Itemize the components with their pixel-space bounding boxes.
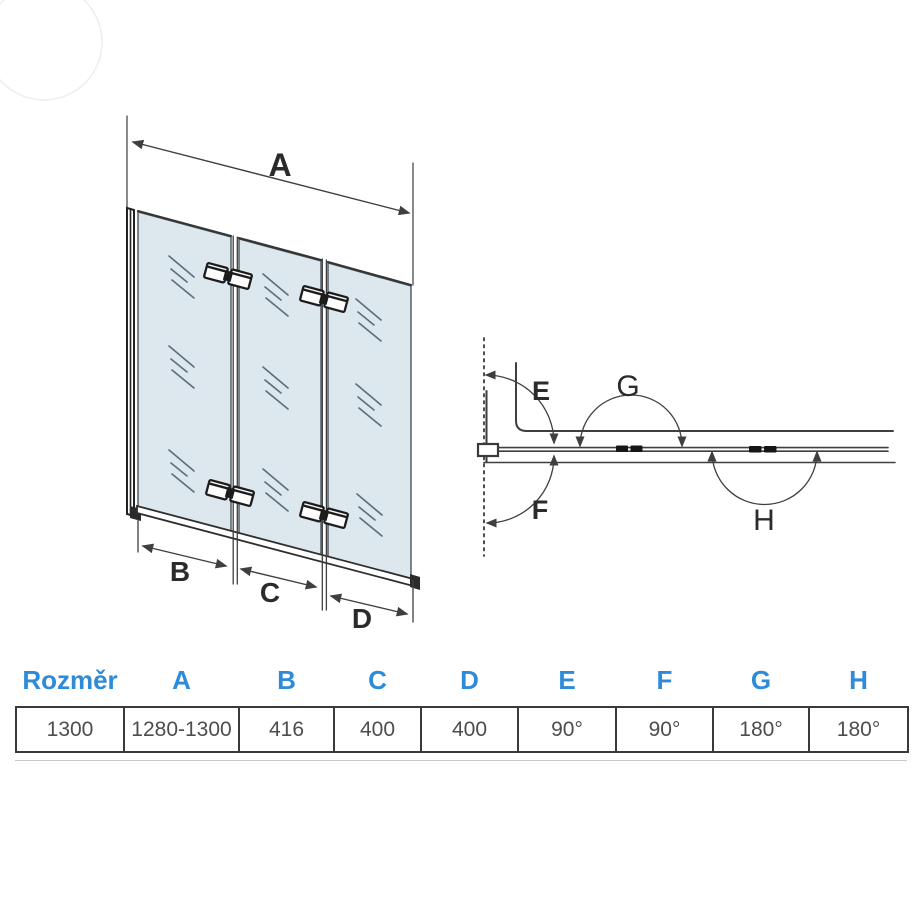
hinge-posts [137, 235, 414, 623]
angle-g-label: G [616, 370, 639, 403]
table-header-row: Rozměr A B C D E F G H [16, 662, 908, 707]
table-value-row: 1300 1280-1300 416 400 400 90° 90° 180° … [15, 706, 909, 753]
angle-e-label: E [532, 376, 550, 406]
dimension-table: Rozměr A B C D E F G H 1300 1280-1300 41… [15, 662, 909, 753]
watermark-circle [0, 0, 103, 101]
angle-g-arc [575, 394, 687, 448]
angle-f-arc [485, 454, 559, 528]
dim-d-label: D [352, 603, 372, 634]
front-view: A [126, 115, 420, 634]
dim-a-extension-lines [126, 115, 414, 286]
table-shadow-line [15, 760, 907, 761]
value-b: 416 [238, 706, 335, 753]
dim-c-label: C [260, 577, 280, 608]
dim-c-line [239, 566, 318, 590]
value-e: 90° [517, 706, 617, 753]
table-header-d: D [460, 665, 479, 695]
open-panel-outline [515, 362, 894, 432]
panel-dimensions [141, 543, 409, 617]
angle-h-arc [707, 450, 822, 506]
table-header-e: E [558, 665, 576, 695]
angle-h-label: H [753, 504, 775, 537]
table-header-f: F [656, 665, 673, 695]
folded-screen-line [497, 446, 889, 453]
table-header-h: H [849, 665, 868, 695]
table-header-b: B [277, 665, 296, 695]
top-view: E F G H [476, 337, 896, 557]
table-header-g: G [750, 665, 772, 695]
dim-b-label: B [170, 556, 190, 587]
value-a: 1280-1300 [123, 706, 240, 753]
dim-d-line [329, 593, 409, 617]
table-header-rozmer: Rozměr [22, 665, 118, 695]
value-c: 400 [333, 706, 422, 753]
value-h: 180° [808, 706, 909, 753]
value-d: 400 [420, 706, 519, 753]
value-rozmer: 1300 [15, 706, 125, 753]
bottom-rail [136, 504, 420, 590]
value-g: 180° [712, 706, 810, 753]
wall-bracket [476, 442, 500, 458]
wall-profile [126, 206, 141, 521]
angle-f-label: F [532, 495, 549, 525]
dim-a-label: A [268, 147, 291, 183]
panel-top-edges [136, 209, 413, 287]
table-header-a: A [172, 665, 191, 695]
technical-diagram: A [0, 0, 896, 634]
table-header-c: C [368, 665, 387, 695]
angle-e-arc [484, 370, 559, 445]
value-f: 90° [615, 706, 714, 753]
dim-a-line [131, 139, 411, 216]
angle-arcs [484, 370, 822, 528]
dim-b-line [141, 543, 228, 569]
